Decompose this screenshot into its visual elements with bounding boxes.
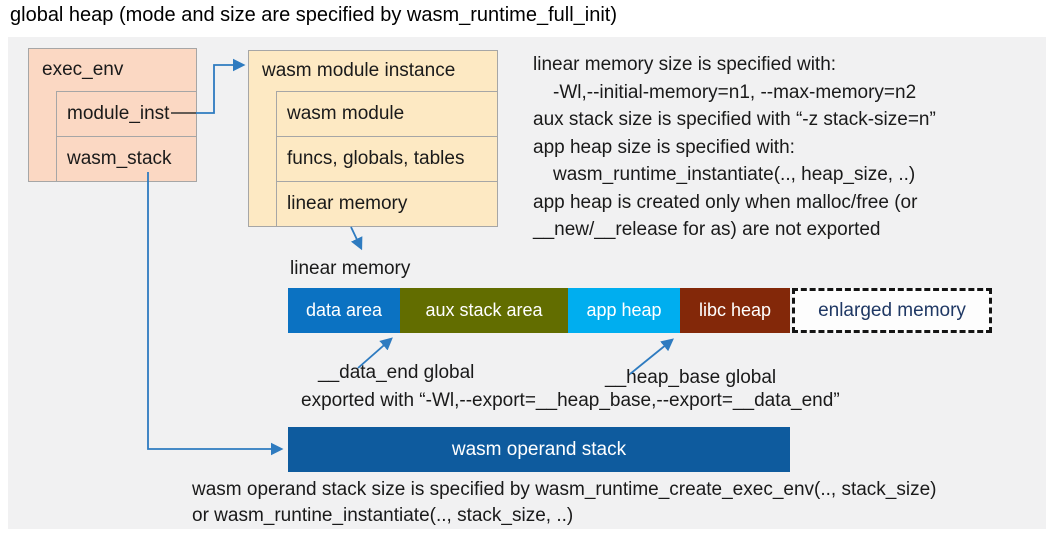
export-annotation: exported with “-Wl,--export=__heap_base,…: [301, 390, 840, 411]
linear-memory-label: linear memory: [290, 258, 411, 279]
module-instance-rows: wasm module funcs, globals, tables linea…: [276, 91, 497, 226]
note-line: app heap is created only when malloc/fre…: [533, 191, 918, 213]
module-instance-row-funcs-globals-tables: funcs, globals, tables: [277, 136, 497, 181]
heap-base-annotation: __heap_base global: [605, 367, 777, 388]
operand-stack-bar: wasm operand stack: [288, 427, 790, 472]
module-instance-box: wasm module instance wasm module funcs, …: [248, 50, 498, 227]
footer-line: wasm operand stack size is specified by …: [192, 479, 937, 500]
segment-libc-heap: libc heap: [680, 288, 790, 333]
note-line: wasm_runtime_instantiate(.., heap_size, …: [553, 164, 916, 185]
data-end-annotation: __data_end global: [318, 362, 475, 383]
notes-block: linear memory size is specified with: -W…: [533, 51, 936, 244]
module-instance-header: wasm module instance: [262, 60, 456, 81]
note-line: linear memory size is specified with:: [533, 54, 837, 75]
module-instance-row-linear-memory: linear memory: [277, 181, 497, 226]
segment-data-area: data area: [288, 288, 400, 333]
note-line: aux stack size is specified with “-z sta…: [533, 109, 936, 130]
footer-line: or wasm_runtine_instantiate(.., stack_si…: [192, 505, 574, 526]
note-line: __new/__release for as) are not exported: [533, 219, 881, 240]
exec-env-box: exec_env module_inst wasm_stack: [28, 48, 197, 182]
note-line: -Wl,--initial-memory=n1, --max-memory=n2: [553, 81, 917, 103]
segment-app-heap: app heap: [568, 288, 680, 333]
footer-note: wasm operand stack size is specified by …: [192, 477, 937, 529]
exec-env-header: exec_env: [42, 59, 124, 80]
diagram-title: global heap (mode and size are specified…: [10, 4, 617, 26]
segment-aux-stack-area: aux stack area: [400, 288, 568, 333]
module-instance-row-wasm-module: wasm module: [277, 91, 497, 136]
enlarged-memory-box: enlarged memory: [792, 288, 992, 333]
exec-env-row-wasm-stack: wasm_stack: [57, 136, 196, 181]
exec-env-rows: module_inst wasm_stack: [56, 91, 196, 181]
note-line: app heap size is specified with:: [533, 136, 795, 158]
exec-env-row-module-inst: module_inst: [57, 91, 196, 136]
linear-memory-bar: data area aux stack area app heap libc h…: [288, 288, 790, 333]
